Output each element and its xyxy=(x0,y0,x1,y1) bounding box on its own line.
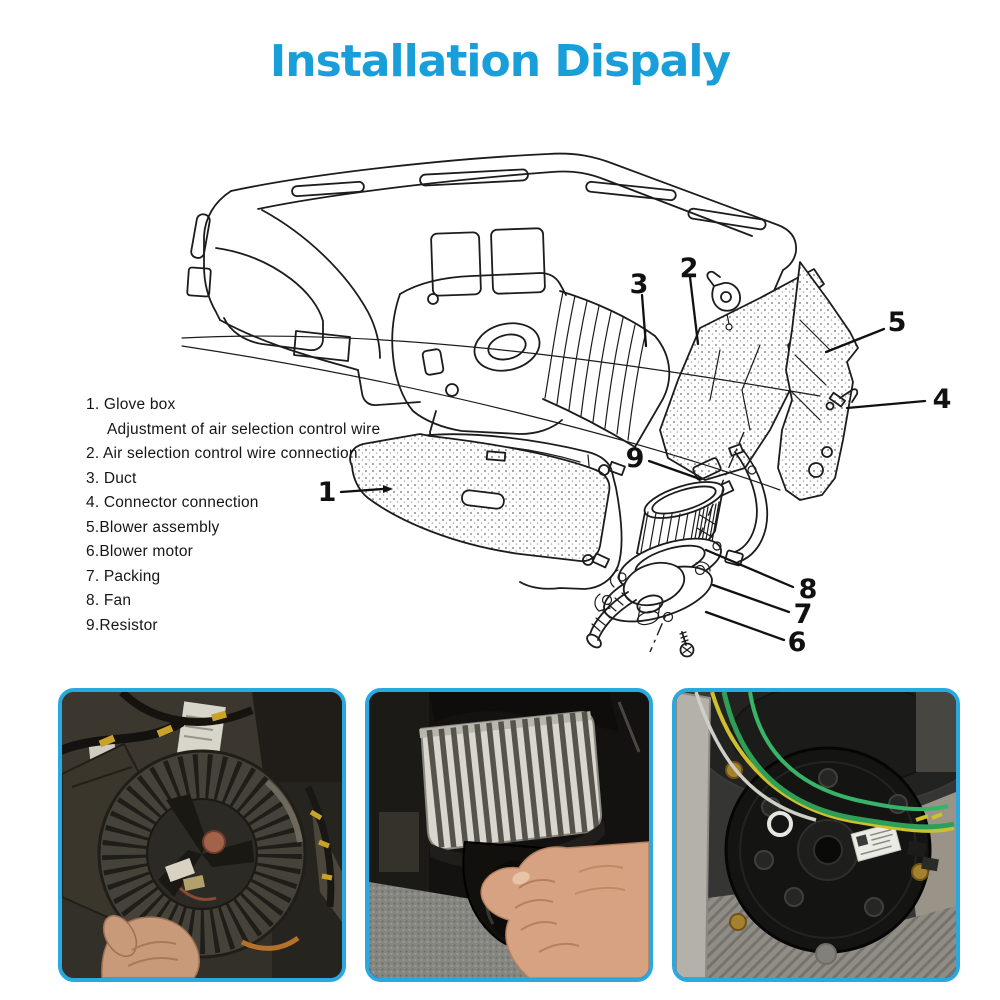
callout-1: 1 xyxy=(318,477,337,508)
parts-list: 1. Glove box Adjustment of air selection… xyxy=(86,393,380,638)
glove-box-drawing xyxy=(349,433,626,590)
blower-install-by-hand-photo xyxy=(365,688,653,982)
callout-8: 8 xyxy=(799,574,818,605)
parts-list-item: Adjustment of air selection control wire xyxy=(107,420,381,438)
callout-leader-lines xyxy=(339,275,927,642)
callout-2: 2 xyxy=(680,253,699,284)
blower-install-scene xyxy=(369,692,649,978)
parts-list-item: 4. Connector connection xyxy=(86,494,259,511)
parts-list-item: 5.Blower assembly xyxy=(86,518,220,536)
blower-fan-removed-scene xyxy=(62,692,342,978)
wire-clamp-drawing xyxy=(706,270,741,331)
callout-4: 4 xyxy=(933,384,952,415)
blower-motor-wired-scene xyxy=(676,692,956,978)
parts-list-item: 1. Glove box xyxy=(86,396,176,413)
callout-3: 3 xyxy=(630,269,649,300)
installation-photos-row xyxy=(0,688,1000,988)
dashboard-drawing xyxy=(186,152,797,406)
parts-list-item: 6.Blower motor xyxy=(86,543,194,560)
parts-list-item: 8. Fan xyxy=(86,592,132,609)
parts-list-item: 3. Duct xyxy=(86,469,137,487)
installation-exploded-diagram: 1 2 3 4 5 6 7 8 9 xyxy=(181,152,952,658)
blower-fan-removed-photo xyxy=(58,688,346,982)
parts-list-item: 9.Resistor xyxy=(86,616,158,634)
parts-list-item: 2. Air selection control wire connection xyxy=(86,445,358,462)
callout-9: 9 xyxy=(626,443,645,474)
duct-drawing xyxy=(542,290,671,448)
blower-motor-wired-photo xyxy=(672,688,960,982)
callout-numbers: 1 2 3 4 5 6 7 8 9 xyxy=(318,253,952,658)
callout-6: 6 xyxy=(788,627,807,658)
control-wire-drawing xyxy=(181,335,821,491)
parts-list-item: 7. Packing xyxy=(86,567,161,585)
callout-7: 7 xyxy=(794,599,813,630)
blower-assembly-drawing xyxy=(586,431,769,658)
cowl-panel-drawing xyxy=(777,261,859,501)
callout-5: 5 xyxy=(888,307,907,338)
page-title: Installation Dispaly xyxy=(269,36,731,87)
